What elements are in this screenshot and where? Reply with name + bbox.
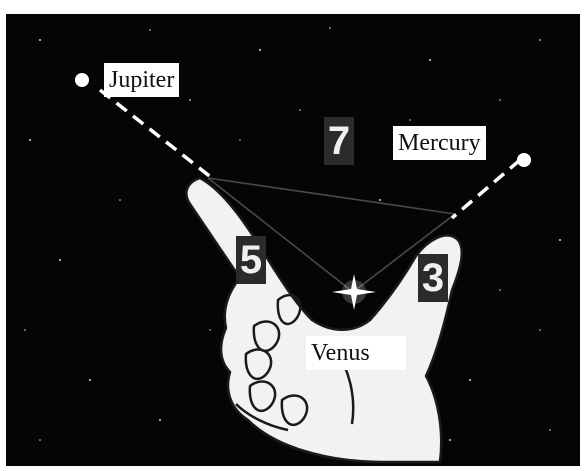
mercury-planet — [517, 153, 531, 167]
mercury-guide-line — [450, 158, 522, 220]
mercury-label: Mercury — [393, 126, 486, 160]
jupiter-guide-line — [98, 88, 214, 180]
guide-lines — [98, 88, 522, 220]
jupiter-planet — [75, 73, 89, 87]
star-icon — [332, 274, 376, 310]
angle-triangle — [207, 177, 456, 293]
background-stars — [24, 27, 561, 441]
angle-number-right: 3 — [418, 254, 448, 302]
jupiter-label: Jupiter — [104, 63, 180, 97]
angle-number-left: 5 — [236, 236, 266, 284]
venus-label: Venus — [306, 336, 406, 370]
angle-number-top: 7 — [324, 117, 354, 165]
